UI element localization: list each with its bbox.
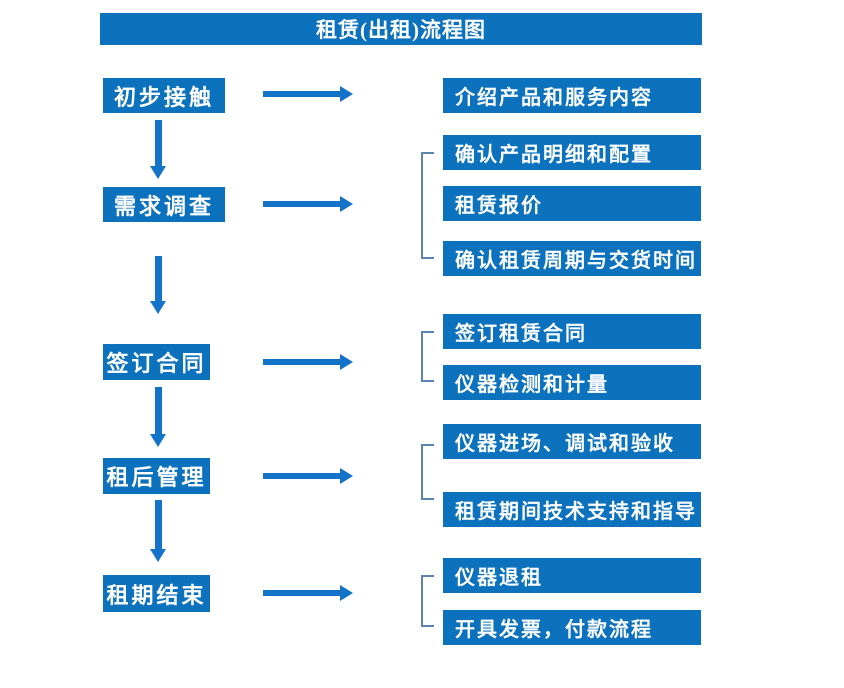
arrow-shaft [154, 120, 162, 166]
flowchart-title: 租赁(出租)流程图 [100, 13, 702, 45]
detail-box-confirm-product-config: 确认产品明细和配置 [443, 135, 701, 170]
arrow-shaft [154, 500, 162, 549]
group-bracket [421, 331, 434, 382]
step-box-post-rental-management: 租后管理 [103, 458, 210, 494]
group-bracket [421, 575, 434, 627]
arrow-down-icon [150, 387, 166, 447]
arrow-head [340, 585, 353, 601]
arrow-right-icon [263, 196, 353, 212]
arrow-head [340, 196, 353, 212]
group-bracket [421, 152, 434, 259]
arrow-head [150, 301, 166, 314]
detail-box-invoice-payment: 开具发票，付款流程 [443, 610, 701, 645]
arrow-down-icon [150, 500, 166, 562]
detail-box-instrument-return: 仪器退租 [443, 558, 701, 593]
arrow-right-icon [263, 354, 353, 370]
arrow-head [150, 549, 166, 562]
step-box-demand-survey: 需求调查 [103, 187, 225, 222]
detail-box-rental-quote: 租赁报价 [443, 186, 701, 221]
detail-box-sign-rental-contract: 签订租赁合同 [443, 314, 701, 349]
arrow-down-icon [150, 120, 166, 179]
arrow-head [340, 468, 353, 484]
step-box-initial-contact: 初步接触 [103, 78, 225, 113]
arrow-head [150, 166, 166, 179]
arrow-shaft [263, 590, 340, 596]
arrow-right-icon [263, 86, 353, 102]
arrow-shaft [154, 387, 162, 434]
arrow-head [340, 86, 353, 102]
arrow-shaft [263, 473, 340, 479]
arrow-head [150, 434, 166, 447]
step-box-rental-end: 租期结束 [103, 575, 210, 612]
detail-box-introduce-products: 介绍产品和服务内容 [443, 78, 701, 113]
detail-box-instrument-testing: 仪器检测和计量 [443, 365, 701, 400]
detail-box-instrument-setup-acceptance: 仪器进场、调试和验收 [443, 424, 701, 459]
arrow-shaft [263, 201, 340, 207]
detail-box-confirm-period-delivery: 确认租赁周期与交货时间 [443, 241, 701, 276]
arrow-right-icon [263, 585, 353, 601]
arrow-shaft [263, 91, 340, 97]
arrow-shaft [263, 359, 340, 365]
arrow-head [340, 354, 353, 370]
detail-box-tech-support: 租赁期间技术支持和指导 [443, 492, 701, 527]
arrow-shaft [154, 256, 162, 301]
arrow-down-icon [150, 256, 166, 314]
step-box-sign-contract: 签订合同 [103, 344, 210, 380]
arrow-right-icon [263, 468, 353, 484]
group-bracket [421, 444, 434, 500]
